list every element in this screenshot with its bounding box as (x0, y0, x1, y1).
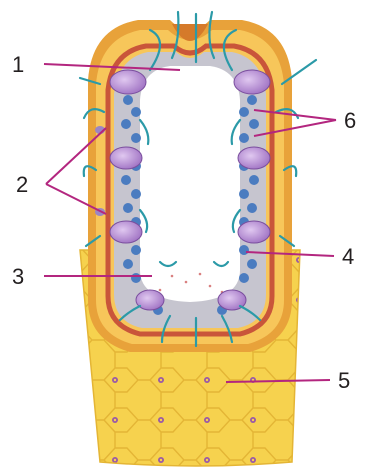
label-4: 4 (342, 244, 354, 269)
gastric-cavity (140, 66, 240, 302)
label-1: 1 (12, 52, 24, 77)
label-2: 2 (16, 172, 28, 197)
label-5: 5 (338, 368, 350, 393)
label-6: 6 (344, 108, 356, 133)
label-3: 3 (12, 264, 24, 289)
